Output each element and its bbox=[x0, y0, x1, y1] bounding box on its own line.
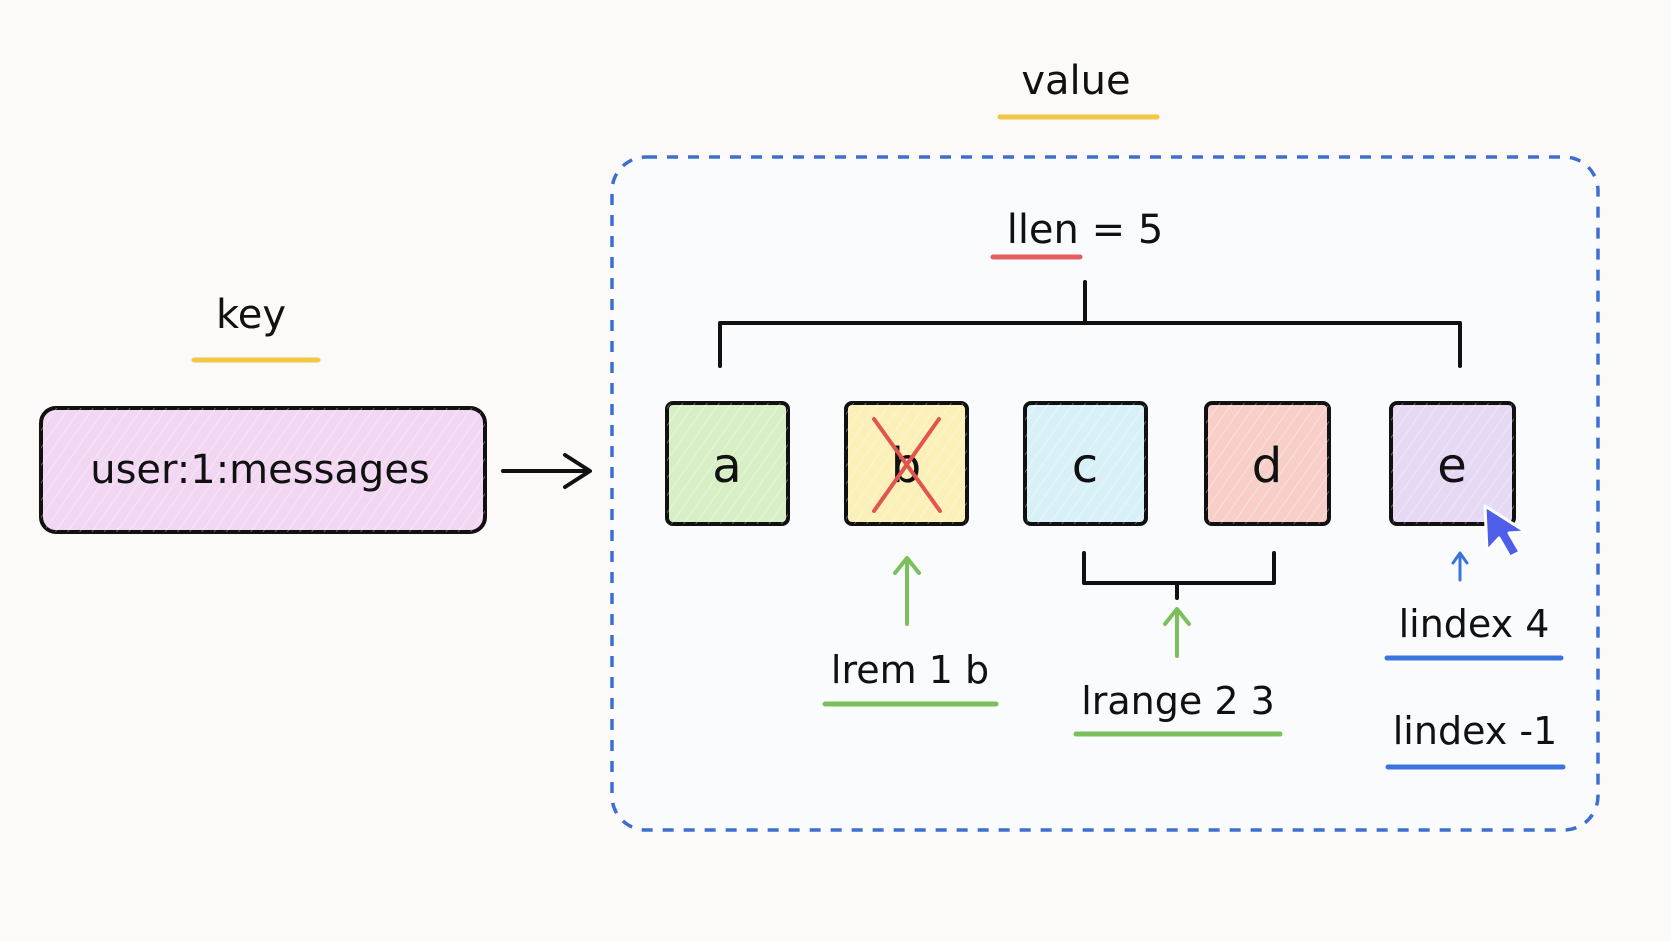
llen-prefix: llen bbox=[1007, 207, 1079, 253]
mouse-cursor-icon bbox=[1483, 504, 1528, 559]
list-item-c-label: c bbox=[1072, 438, 1098, 494]
key-to-value-arrow bbox=[501, 453, 592, 489]
list-item-d: d bbox=[1204, 401, 1331, 526]
list-item-e: e bbox=[1389, 401, 1516, 526]
value-label: value bbox=[1021, 58, 1130, 104]
list-item-e-label: e bbox=[1437, 438, 1467, 494]
removed-cross-icon bbox=[872, 417, 942, 513]
key-box-text: user:1:messages bbox=[90, 447, 430, 493]
list-item-b: b bbox=[844, 401, 969, 526]
list-item-c: c bbox=[1023, 401, 1148, 526]
lindex-negative-command: lindex -1 bbox=[1393, 709, 1558, 753]
list-item-a: a bbox=[665, 401, 790, 526]
lindex-positive-command: lindex 4 bbox=[1399, 602, 1550, 646]
key-box: user:1:messages bbox=[39, 406, 487, 534]
length-bracket bbox=[718, 280, 1462, 368]
key-label: key bbox=[216, 292, 286, 338]
lrange-command: lrange 2 3 bbox=[1081, 679, 1275, 723]
lindex-annotation: lindex 4 lindex -1 bbox=[1384, 551, 1566, 770]
lrem-command: lrem 1 b bbox=[831, 648, 989, 692]
llen-suffix: = 5 bbox=[1092, 207, 1164, 253]
list-item-a-label: a bbox=[712, 438, 741, 494]
lrem-annotation: lrem 1 b bbox=[822, 556, 999, 707]
lrange-annotation: lrange 2 3 bbox=[1073, 551, 1283, 737]
list-item-d-label: d bbox=[1252, 438, 1282, 494]
svg-text:llen = 5: llen = 5 bbox=[1007, 207, 1164, 253]
llen-label: llen = 5 bbox=[990, 207, 1164, 260]
